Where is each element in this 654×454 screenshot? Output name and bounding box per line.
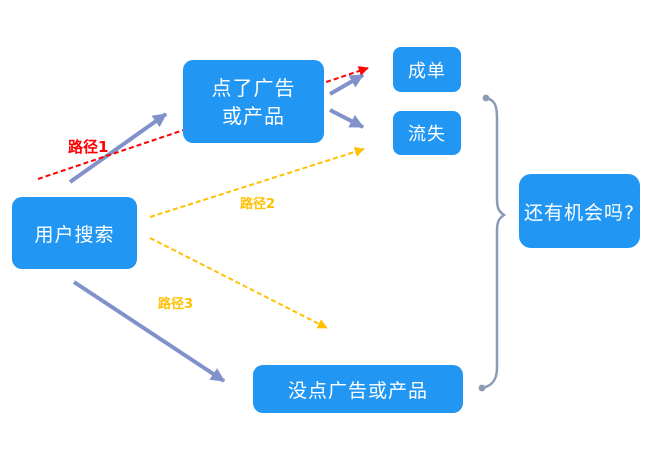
node-churn-label: 流失 [408,124,446,145]
node-churn: 流失 [393,111,461,155]
brace-bottom-dot [478,384,486,392]
arrow-clicked-to-churn [329,108,365,129]
arrow-search-to-clicked [68,112,168,184]
node-user-search: 用户搜索 [12,197,137,269]
node-user-search-label: 用户搜索 [34,223,115,246]
edge-label-path1: 路径1 [68,138,109,156]
node-clicked-ad: 点了广告 或产品 [183,60,324,143]
node-chance-label: 还有机会吗? [523,201,636,224]
arrow-clicked-to-order [329,73,365,96]
brace-top-dot [482,94,490,102]
node-no-click: 没点广告或产品 [253,365,463,413]
node-clicked-ad-line2: 或产品 [222,103,285,128]
node-clicked-ad-line1: 点了广告 [211,75,296,100]
curly-brace [480,96,507,390]
arrow-path2 [149,147,365,218]
edge-label-path3: 路径3 [158,297,194,312]
arrow-search-to-noclick [72,280,226,383]
node-order: 成单 [393,47,461,92]
arrow-path3 [149,237,328,329]
node-no-click-label: 没点广告或产品 [287,379,428,402]
edge-label-path2: 路径2 [240,197,276,212]
node-order-label: 成单 [408,60,446,82]
node-chance: 还有机会吗? [519,174,640,248]
